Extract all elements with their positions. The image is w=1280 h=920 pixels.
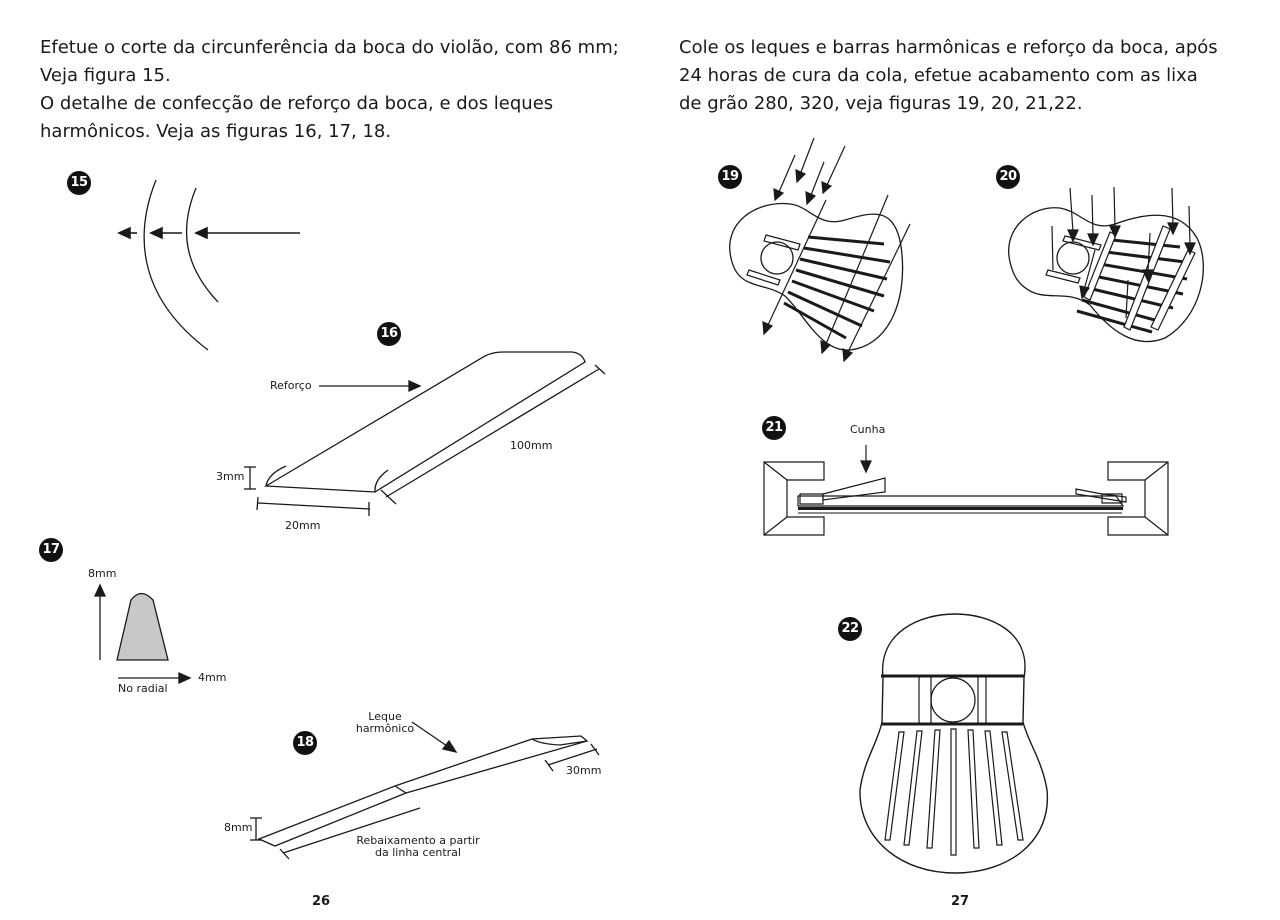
right-paragraph: Cole os leques e barras harmônicas e ref… (679, 34, 1239, 118)
figure-18-badge: 18 (293, 731, 317, 755)
figure-18-height-label: 8mm (224, 821, 253, 834)
right-paragraph-line1: Cole os leques e barras harmônicas e ref… (679, 37, 1218, 58)
figure-18-leque-line1: Leque (368, 710, 402, 723)
figure-18-rebaixamento-line2: da linha central (375, 846, 461, 859)
figure-19-drawing (640, 0, 1280, 920)
figure-16-badge: 16 (377, 322, 401, 346)
figure-18-length-label: 30mm (566, 764, 602, 777)
figure-22-drawing (640, 0, 1280, 920)
figure-17-width-label: 4mm (198, 671, 227, 684)
figure-18-rebaixamento-line1: Rebaixamento a partir (356, 834, 480, 847)
figure-18-leque-label: Leque harmônico (355, 711, 415, 735)
figure-15-drawing (0, 0, 640, 920)
figure-17-radial-label: No radial (118, 682, 168, 695)
figure-18-leque-line2: harmônico (355, 722, 415, 735)
figure-15-badge: 15 (67, 171, 91, 195)
figure-18-drawing (0, 0, 640, 920)
left-paragraph-line1: Efetue o corte da circunferência da boca… (40, 37, 619, 58)
figure-16-drawing (0, 0, 640, 920)
figure-17-drawing (0, 0, 640, 920)
figure-19-badge: 19 (718, 165, 742, 189)
figure-21-badge: 21 (762, 416, 786, 440)
figure-20-badge: 20 (996, 165, 1020, 189)
left-paragraph-line2: Veja figura 15. (40, 65, 171, 86)
left-paragraph: Efetue o corte da circunferência da boca… (40, 34, 630, 146)
left-page-number: 26 (312, 894, 331, 909)
figure-17-height-label: 8mm (88, 567, 117, 580)
figure-22-badge: 22 (838, 617, 862, 641)
right-page: Cole os leques e barras harmônicas e ref… (640, 0, 1280, 920)
figure-18-rebaixamento-label: Rebaixamento a partir da linha central (353, 835, 483, 859)
figure-16-reforco-label: Reforço (270, 379, 312, 392)
right-paragraph-line3: de grão 280, 320, veja figuras 19, 20, 2… (679, 93, 1083, 114)
right-paragraph-line2: 24 horas de cura da cola, efetue acabame… (679, 65, 1198, 86)
left-paragraph-line4: harmônicos. Veja as figuras 16, 17, 18. (40, 121, 392, 142)
left-page: Efetue o corte da circunferência da boca… (0, 0, 640, 920)
figure-16-length-label: 100mm (510, 439, 553, 452)
figure-21-cunha-label: Cunha (850, 423, 886, 436)
left-paragraph-line3: O detalhe de confecção de reforço da boc… (40, 93, 554, 114)
figure-16-thickness-label: 3mm (216, 470, 245, 483)
figure-16-width-label: 20mm (285, 519, 321, 532)
figure-21-drawing (640, 0, 1280, 920)
figure-20-drawing (640, 0, 1280, 920)
figure-17-badge: 17 (39, 538, 63, 562)
right-page-number: 27 (951, 894, 970, 909)
